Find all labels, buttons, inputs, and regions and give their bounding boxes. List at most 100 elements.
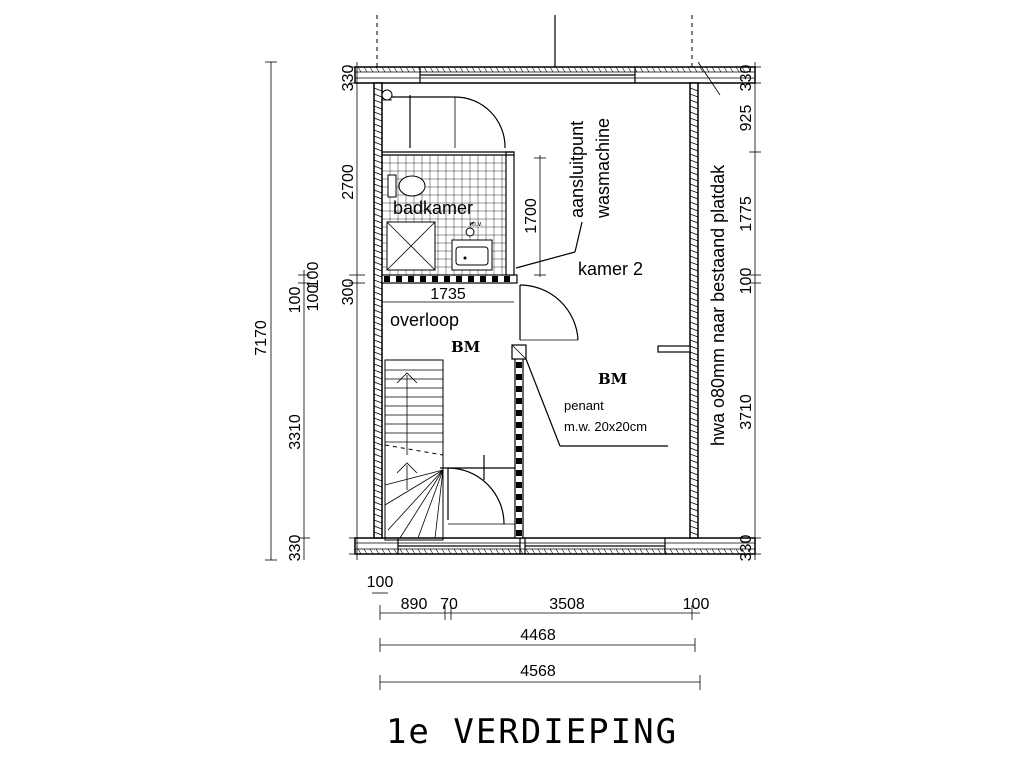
- wall-hatch-mark: [373, 87, 383, 92]
- wall-hatch-mark: [689, 105, 699, 110]
- wall-hatch-mark: [447, 66, 452, 73]
- wall-hatch-mark: [369, 548, 374, 555]
- dim-1775: 1775: [738, 196, 755, 232]
- wall-hatch-mark: [689, 489, 699, 494]
- wall-hatch-mark: [689, 249, 699, 254]
- wall-hatch-mark: [363, 66, 368, 73]
- wall-hatch-mark: [689, 513, 699, 518]
- interior-wall-block: [516, 470, 522, 476]
- wall-hatch-mark: [373, 531, 383, 536]
- wall-hatch-mark: [597, 66, 602, 73]
- wall-hatch-mark: [689, 189, 699, 194]
- wall-hatch-mark: [689, 93, 699, 98]
- wall-hatch-mark: [373, 315, 383, 320]
- wall-hatch-mark: [531, 66, 536, 73]
- wall-hatch-mark: [373, 351, 383, 356]
- wall-hatch-mark: [373, 189, 383, 194]
- wall-hatch-mark: [507, 66, 512, 73]
- wall-hatch-mark: [741, 548, 746, 555]
- wall-hatch-mark: [373, 441, 383, 446]
- wall-hatch-mark: [471, 548, 476, 555]
- wall-hatch-mark: [373, 411, 383, 416]
- wall-hatch-mark: [689, 351, 699, 356]
- wall-hatch-mark: [627, 66, 632, 73]
- wall-hatch-mark: [689, 165, 699, 170]
- wall-hatch-mark: [373, 447, 383, 452]
- interior-wall-block: [420, 276, 426, 282]
- wall-hatch-mark: [373, 369, 383, 374]
- wall-hatch-mark: [651, 66, 656, 73]
- wall-hatch-mark: [373, 129, 383, 134]
- wall-hatch-mark: [689, 399, 699, 404]
- wall-hatch-mark: [657, 66, 662, 73]
- dim-3310: 3310: [287, 414, 304, 450]
- dim-1735: 1735: [430, 286, 466, 303]
- wall-hatch-mark: [373, 249, 383, 254]
- dim-890: 890: [401, 596, 428, 613]
- wall-hatch-mark: [373, 363, 383, 368]
- wall-hatch-mark: [747, 548, 752, 555]
- wall-hatch-mark: [495, 66, 500, 73]
- wall-hatch-mark: [689, 339, 699, 344]
- wall-hatch-mark: [373, 405, 383, 410]
- wall-hatch-mark: [689, 255, 699, 260]
- wall-hatch-mark: [741, 66, 746, 73]
- wall-hatch-mark: [373, 183, 383, 188]
- dim-3710: 3710: [738, 394, 755, 430]
- wall-hatch-mark: [537, 548, 542, 555]
- wall-hatch-mark: [689, 393, 699, 398]
- wall-hatch-mark: [689, 465, 699, 470]
- dim-left-330-top: 330: [340, 65, 357, 92]
- wall-hatch-mark: [373, 213, 383, 218]
- wall-hatch-mark: [387, 548, 392, 555]
- wall-hatch-mark: [495, 548, 500, 555]
- interior-wall-block: [516, 374, 522, 380]
- wall-hatch-mark: [597, 548, 602, 555]
- wall-hatch-mark: [609, 66, 614, 73]
- wall-hatch-mark: [689, 531, 699, 536]
- wall-hatch-mark: [689, 213, 699, 218]
- dim-right-330-top: 330: [738, 65, 755, 92]
- dim-7170: 7170: [253, 320, 270, 356]
- wall-hatch-mark: [373, 279, 383, 284]
- wall-hatch-mark: [477, 548, 482, 555]
- wall-hatch-mark: [373, 321, 383, 326]
- wall-hatch-mark: [387, 66, 392, 73]
- wall-hatch-mark: [373, 267, 383, 272]
- wall-hatch-mark: [729, 66, 734, 73]
- wall-hatch-mark: [525, 548, 530, 555]
- wall-hatch-mark: [373, 525, 383, 530]
- wall-hatch-mark: [373, 417, 383, 422]
- interior-wall-block: [396, 276, 402, 282]
- dim-left-100-b: 100: [287, 287, 304, 314]
- wall-hatch-mark: [477, 66, 482, 73]
- wall-hatch-mark: [675, 548, 680, 555]
- wall-hatch-mark: [373, 453, 383, 458]
- wall-hatch-mark: [693, 548, 698, 555]
- bottom-windows: [397, 538, 666, 554]
- wall-hatch-mark: [429, 548, 434, 555]
- hwa-label: hwa o80mm naar bestaand platdak: [708, 164, 728, 446]
- wall-hatch-mark: [423, 548, 428, 555]
- interior-wall-block: [516, 362, 522, 368]
- interior-wall-block: [516, 482, 522, 488]
- wall-hatch-mark: [689, 201, 699, 206]
- wall-hatch-mark: [357, 66, 362, 73]
- wall-hatch-mark: [689, 129, 699, 134]
- wall-hatch-mark: [669, 548, 674, 555]
- wall-hatch-mark: [689, 111, 699, 116]
- dim-left-1100: 100: [305, 285, 322, 312]
- dimension-texts: 7170 330 2700 300 100 100 100 3310 330 3…: [253, 65, 755, 680]
- wall-hatch-mark: [373, 117, 383, 122]
- wall-hatch-mark: [689, 345, 699, 350]
- interior-wall-block: [432, 276, 438, 282]
- wall-hatch-mark: [573, 66, 578, 73]
- wall-hatch-mark: [689, 357, 699, 362]
- wall-hatch-mark: [373, 357, 383, 362]
- wall-hatch-mark: [705, 548, 710, 555]
- doors: [392, 95, 579, 525]
- wall-hatch-mark: [373, 459, 383, 464]
- wall-hatch-mark: [567, 66, 572, 73]
- wall-hatch-mark: [373, 345, 383, 350]
- wall-hatch-mark: [689, 375, 699, 380]
